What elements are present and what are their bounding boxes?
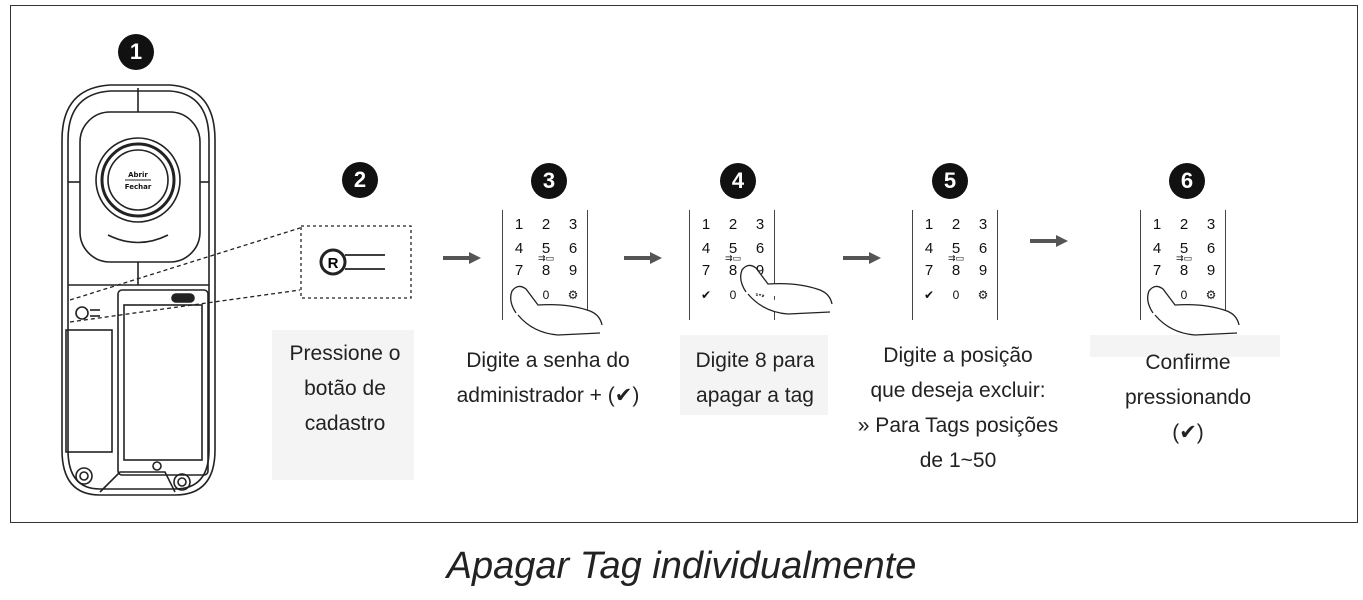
keypad-key: 6 — [1206, 240, 1216, 257]
arrow-right-icon — [624, 252, 662, 264]
keypad-key: 2 — [541, 216, 551, 233]
finger-icon — [740, 264, 833, 315]
keypad-key: 9 — [755, 262, 765, 279]
keypad-key: 2 — [1179, 216, 1189, 233]
keypad-key: 8 — [1179, 262, 1189, 279]
caption-bg — [1090, 335, 1280, 357]
close-label: Fechar — [124, 183, 152, 191]
keypad-key: ✔ — [700, 288, 712, 302]
keypad-key: 9 — [1206, 262, 1216, 279]
keypad-key: 3 — [1206, 216, 1216, 233]
tag-reader-icon: ⇉▭ — [538, 254, 555, 264]
diagram-frame — [10, 5, 1358, 523]
step-badge-3: 3 — [531, 163, 567, 199]
keypad-key: 9 — [568, 262, 578, 279]
keypad-key: 7 — [1152, 262, 1162, 279]
keypad-key: 3 — [755, 216, 765, 233]
keypad-key: 1 — [701, 216, 711, 233]
arrow-right-icon — [1030, 235, 1068, 247]
step-badge-2: 2 — [342, 162, 378, 198]
tag-reader-icon: ⇉▭ — [1176, 254, 1193, 264]
keypad-key: 7 — [701, 262, 711, 279]
keypad-key: 5 — [541, 240, 551, 257]
keypad-key: 2 — [951, 216, 961, 233]
keypad-key: 3 — [568, 216, 578, 233]
keypad-key: ✔ — [923, 288, 935, 302]
keypad-key: 0 — [542, 288, 550, 302]
keypad-key: ⚙ — [754, 288, 766, 302]
keypad-key: 4 — [1152, 240, 1162, 257]
keypad-key: 0 — [729, 288, 737, 302]
keypad-key: 4 — [514, 240, 524, 257]
keypad-key: 9 — [978, 262, 988, 279]
keypad-key: 7 — [924, 262, 934, 279]
register-button-zoom: R — [300, 225, 412, 299]
caption-bg — [680, 335, 828, 415]
keypad-key: 8 — [541, 262, 551, 279]
arrow-right-icon — [443, 252, 481, 264]
keypad-key: 5 — [951, 240, 961, 257]
keypad-key: 0 — [1180, 288, 1188, 302]
diagram-title: Apagar Tag individualmente — [446, 545, 917, 587]
keypad-key: ⚙ — [567, 288, 579, 302]
keypad-key: 0 — [952, 288, 960, 302]
step-badge-5: 5 — [932, 163, 968, 199]
caption-bg — [272, 330, 414, 480]
step-badge-6: 6 — [1169, 163, 1205, 199]
tag-reader-icon: ⇉▭ — [948, 254, 965, 264]
keypad-key: 6 — [568, 240, 578, 257]
step-badge-4: 4 — [720, 163, 756, 199]
keypad-key: 1 — [1152, 216, 1162, 233]
keypad-key: 3 — [978, 216, 988, 233]
finger-icon — [510, 285, 603, 336]
keypad-key: ⚙ — [1205, 288, 1217, 302]
keypad-key: 6 — [755, 240, 765, 257]
keypad-key: 1 — [924, 216, 934, 233]
keypad-key: 6 — [978, 240, 988, 257]
arrow-right-icon — [843, 252, 881, 264]
tag-reader-icon: ⇉▭ — [725, 254, 742, 264]
keypad-key: ⚙ — [977, 288, 989, 302]
keypad-key: 4 — [924, 240, 934, 257]
keypad-key: 1 — [514, 216, 524, 233]
open-label: Abrir — [128, 171, 148, 179]
step-badge-1: 1 — [118, 34, 154, 70]
keypad-key: 8 — [728, 262, 738, 279]
svg-text:R: R — [328, 255, 339, 272]
keypad-key: 8 — [951, 262, 961, 279]
keypad-key: 7 — [514, 262, 524, 279]
finger-icon — [1147, 285, 1240, 336]
keypad-key: 4 — [701, 240, 711, 257]
keypad-key: 5 — [728, 240, 738, 257]
keypad-key: 2 — [728, 216, 738, 233]
keypad-key: 5 — [1179, 240, 1189, 257]
smart-lock-illustration — [61, 84, 301, 496]
